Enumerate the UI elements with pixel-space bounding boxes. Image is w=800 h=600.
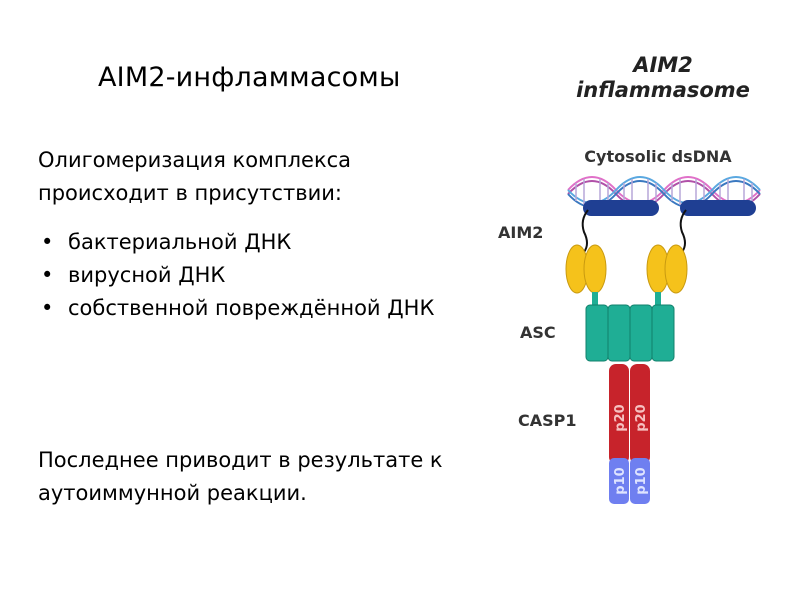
casp1-label: CASP1 xyxy=(518,411,577,430)
bullet-text: вирусной ДНК xyxy=(68,263,226,287)
aim2-linker-right xyxy=(679,209,687,253)
bullet-icon: • xyxy=(41,230,54,254)
dna-source-list: • бактериальной ДНК • вирусной ДНК • собств… xyxy=(38,226,478,325)
diagram-title-line2: inflammasome xyxy=(576,78,750,102)
p20-label-right: p20 xyxy=(634,404,649,431)
slide-title: AIM2-инфламмасомы xyxy=(98,62,401,93)
bullet-icon: • xyxy=(41,296,54,320)
conclusion-text: Последнее приводит в результате к аутоим… xyxy=(38,448,443,505)
bullet-text: собственной повреждённой ДНК xyxy=(68,296,435,320)
hin-domain-right xyxy=(680,200,756,216)
asc-label: ASC xyxy=(520,323,556,342)
pyrin-domains xyxy=(565,244,688,294)
asc-unit xyxy=(585,304,609,362)
list-item: • бактериальной ДНК xyxy=(38,226,478,259)
asc-unit xyxy=(651,304,675,362)
casp1-p20: p20 p20 xyxy=(609,364,650,464)
intro-text: Олигомеризация комплекса происходит в пр… xyxy=(38,148,352,205)
diagram-title-line1: AIM2 xyxy=(631,53,693,77)
dna-label: Cytosolic dsDNA xyxy=(584,147,732,166)
list-item: • вирусной ДНК xyxy=(38,259,478,292)
aim2-label: AIM2 xyxy=(498,223,543,242)
bullet-text: бактериальной ДНК xyxy=(68,230,292,254)
p10-label-right: p10 xyxy=(634,467,649,494)
casp1-p10: p10 p10 xyxy=(609,458,650,504)
aim2-inflammasome-diagram: AIM2 inflammasome Cytosolic dsDNA xyxy=(480,40,790,560)
pyrin-domain xyxy=(664,244,688,294)
asc-unit xyxy=(629,304,653,362)
aim2-linker-left xyxy=(581,209,589,253)
asc-unit xyxy=(607,304,631,362)
bullet-icon: • xyxy=(41,263,54,287)
hin-domain-left xyxy=(583,200,659,216)
p10-label-left: p10 xyxy=(613,467,628,494)
list-item: • собственной повреждённой ДНК xyxy=(38,292,478,325)
asc-complex xyxy=(585,304,675,362)
diagram-svg: AIM2 inflammasome Cytosolic dsDNA xyxy=(498,53,761,504)
p20-label-left: p20 xyxy=(613,404,628,431)
pyrin-domain xyxy=(583,244,607,294)
